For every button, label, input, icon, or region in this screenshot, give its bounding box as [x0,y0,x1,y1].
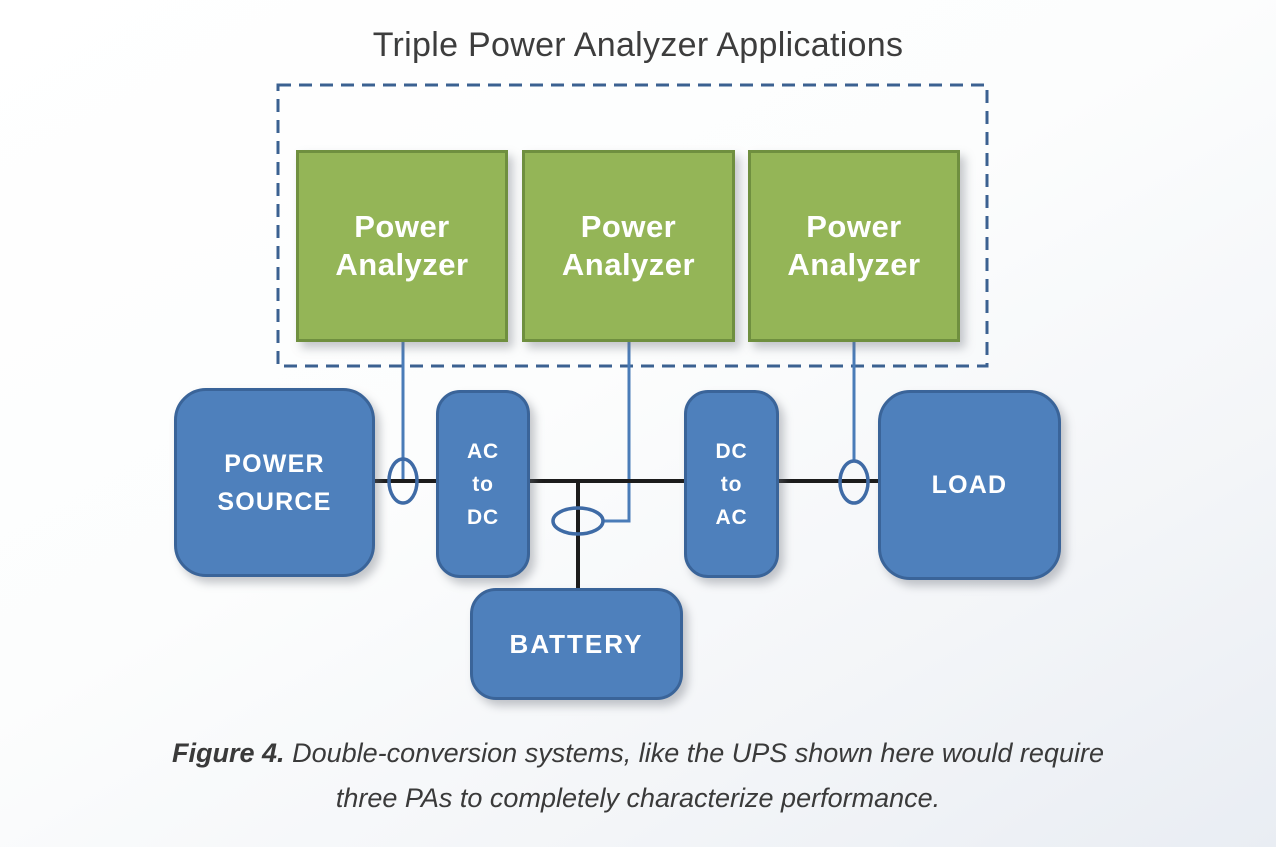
diagram-title: Triple Power Analyzer Applications [372,26,904,64]
power-analyzer-3-label: Power Analyzer [787,209,921,282]
current-probe-3-icon [838,459,870,505]
figure-caption: Figure 4. Double-conversion systems, lik… [0,731,1276,821]
load-box: LOAD [878,390,1061,580]
caption-line-1: Figure 4. Double-conversion systems, lik… [0,731,1276,776]
power-analyzer-box-3: Power Analyzer [748,150,960,342]
current-probe-2-icon [551,506,605,536]
battery-box: BATTERY [470,588,683,700]
ac-to-dc-box: AC to DC [436,390,530,578]
caption-line-2: three PAs to completely characterize per… [335,783,941,813]
dc-to-ac-box: DC to AC [684,390,779,578]
power-analyzer-2-label: Power Analyzer [561,209,696,282]
analyzer-group-outline [276,83,989,368]
power-analyzer-box-2: Power Analyzer [522,150,735,342]
probe-lead-2-line [603,341,631,523]
figure-number-label: Figure 4. [172,738,285,768]
power-analyzer-1-label: Power Analyzer [335,209,469,282]
current-probe-1-icon [387,457,419,505]
power-analyzer-box-1: Power Analyzer [296,150,508,342]
caption-text-1: Double-conversion systems, like the UPS … [292,738,1104,768]
power-source-box: POWER SOURCE [174,388,375,577]
